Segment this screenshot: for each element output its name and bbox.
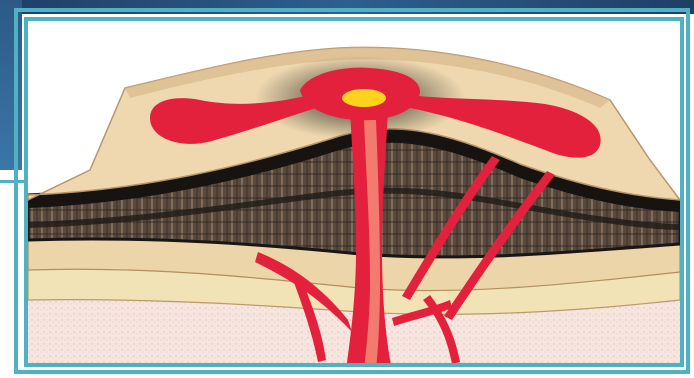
crater-core [342,89,386,107]
